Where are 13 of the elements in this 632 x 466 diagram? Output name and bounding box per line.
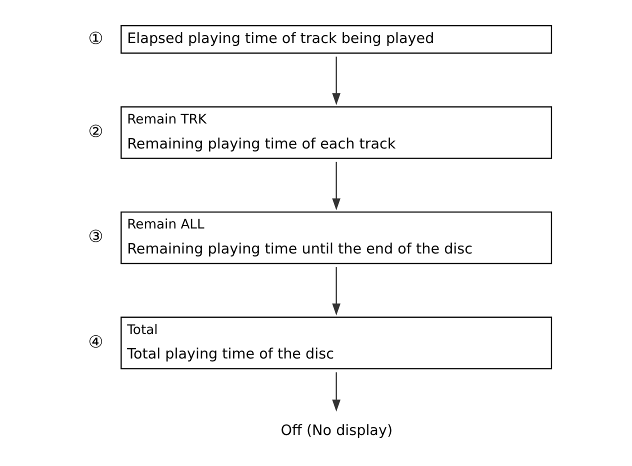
- node-text: Off (No display): [280, 423, 393, 440]
- arrow: [332, 267, 341, 316]
- node-label: ②: [88, 121, 104, 142]
- node-box: Remain ALL Remaining playing time until the end of the disc: [120, 211, 552, 264]
- node-box: Remain TRK Remaining playing time of each track: [120, 106, 552, 159]
- arrow: [332, 56, 341, 106]
- node-label: ③: [88, 226, 104, 246]
- node-box: Total Total playing time of the disc: [120, 316, 552, 370]
- node-label: ④: [88, 331, 104, 352]
- node-label: ①: [88, 28, 104, 48]
- node-box: Elapsed playing time of track being played: [120, 25, 552, 54]
- arrow: [332, 372, 341, 412]
- arrow: [332, 162, 341, 210]
